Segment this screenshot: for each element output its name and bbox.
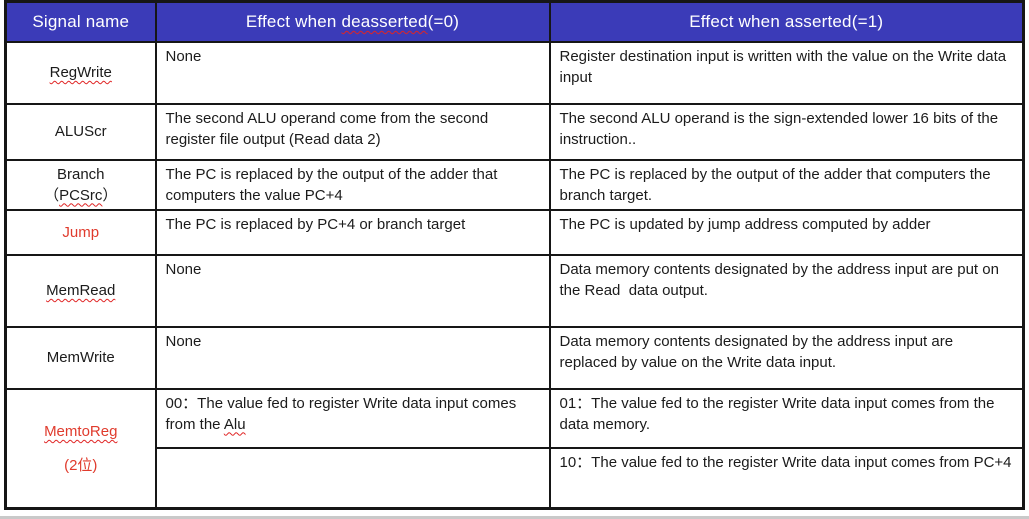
signal-label: RegWrite	[49, 64, 112, 81]
page-bottom-edge	[0, 516, 1029, 519]
signal-cell-memwrite: MemWrite	[4, 325, 157, 390]
effect-asserted-cell-10: 10：The value fed to the register Write d…	[548, 446, 1025, 510]
table-row: RegWrite None Register destination input…	[4, 40, 1025, 105]
signal-label: Branch	[56, 165, 105, 183]
table-row: ALUScr The second ALU operand come from …	[4, 102, 1025, 161]
signal-cell-regwrite: RegWrite	[4, 40, 157, 105]
signal-label: MemRead	[46, 282, 116, 299]
effect-asserted-cell: The second ALU operand is the sign-exten…	[548, 102, 1025, 161]
effect-deasserted-cell: None	[154, 325, 551, 390]
table-row: MemtoReg (2位) 00：The value fed to regist…	[4, 387, 1025, 510]
table-row: Branch （PCSrc） The PC is replaced by the…	[4, 158, 1025, 211]
column-header-deasserted: Effect when deasserted(=0)	[154, 0, 551, 43]
table-row: Jump The PC is replaced by PC+4 or branc…	[4, 208, 1025, 256]
effect-deasserted-cell: The second ALU operand come from the sec…	[154, 102, 551, 161]
signal-cell-branch: Branch （PCSrc）	[4, 158, 157, 211]
header-row: Signal name Effect when deasserted(=0) E…	[4, 0, 1025, 43]
signal-label: MemWrite	[46, 349, 115, 366]
table-row: MemWrite None Data memory contents desig…	[4, 325, 1025, 390]
effect-asserted-cell-01: 01：The value fed to the register Write d…	[548, 387, 1025, 449]
table-row: 10：The value fed to the register Write d…	[6, 446, 1025, 510]
effect-deasserted-cell: The PC is replaced by the output of the …	[154, 158, 551, 211]
effect-asserted-cell: Data memory contents designated by the a…	[548, 253, 1025, 328]
column-header-asserted: Effect when asserted(=1)	[548, 0, 1025, 43]
signal-cell-aluscr: ALUScr	[4, 102, 157, 161]
effect-deasserted-cell: None	[154, 253, 551, 328]
effect-deasserted-cell-00: 00：The value fed to register Write data …	[154, 387, 551, 449]
signal-cell-memread: MemRead	[4, 253, 157, 328]
control-signals-table: Signal name Effect when deasserted(=0) E…	[4, 0, 1025, 510]
effect-asserted-cell: Register destination input is written wi…	[548, 40, 1025, 105]
signal-cell-memtoreg: MemtoReg (2位)	[4, 387, 157, 510]
signal-label: MemtoReg	[44, 422, 118, 440]
effect-asserted-cell: The PC is updated by jump address comput…	[548, 208, 1025, 256]
effect-deasserted-cell: The PC is replaced by PC+4 or branch tar…	[154, 208, 551, 256]
effect-asserted-cell: Data memory contents designated by the a…	[548, 325, 1025, 390]
effect-deasserted-cell: None	[154, 40, 551, 105]
effect-asserted-cell: The PC is replaced by the output of the …	[548, 158, 1025, 211]
signal-label: Jump	[62, 223, 100, 241]
signal-cell-jump: Jump	[4, 208, 157, 256]
table-row: MemRead None Data memory contents design…	[4, 253, 1025, 328]
effect-deasserted-cell-empty	[154, 446, 551, 510]
signal-label: ALUScr	[54, 123, 107, 140]
signal-sublabel: (2位)	[64, 456, 98, 474]
column-header-signal-name: Signal name	[4, 0, 157, 43]
signal-sublabel: （PCSrc）	[44, 186, 118, 204]
